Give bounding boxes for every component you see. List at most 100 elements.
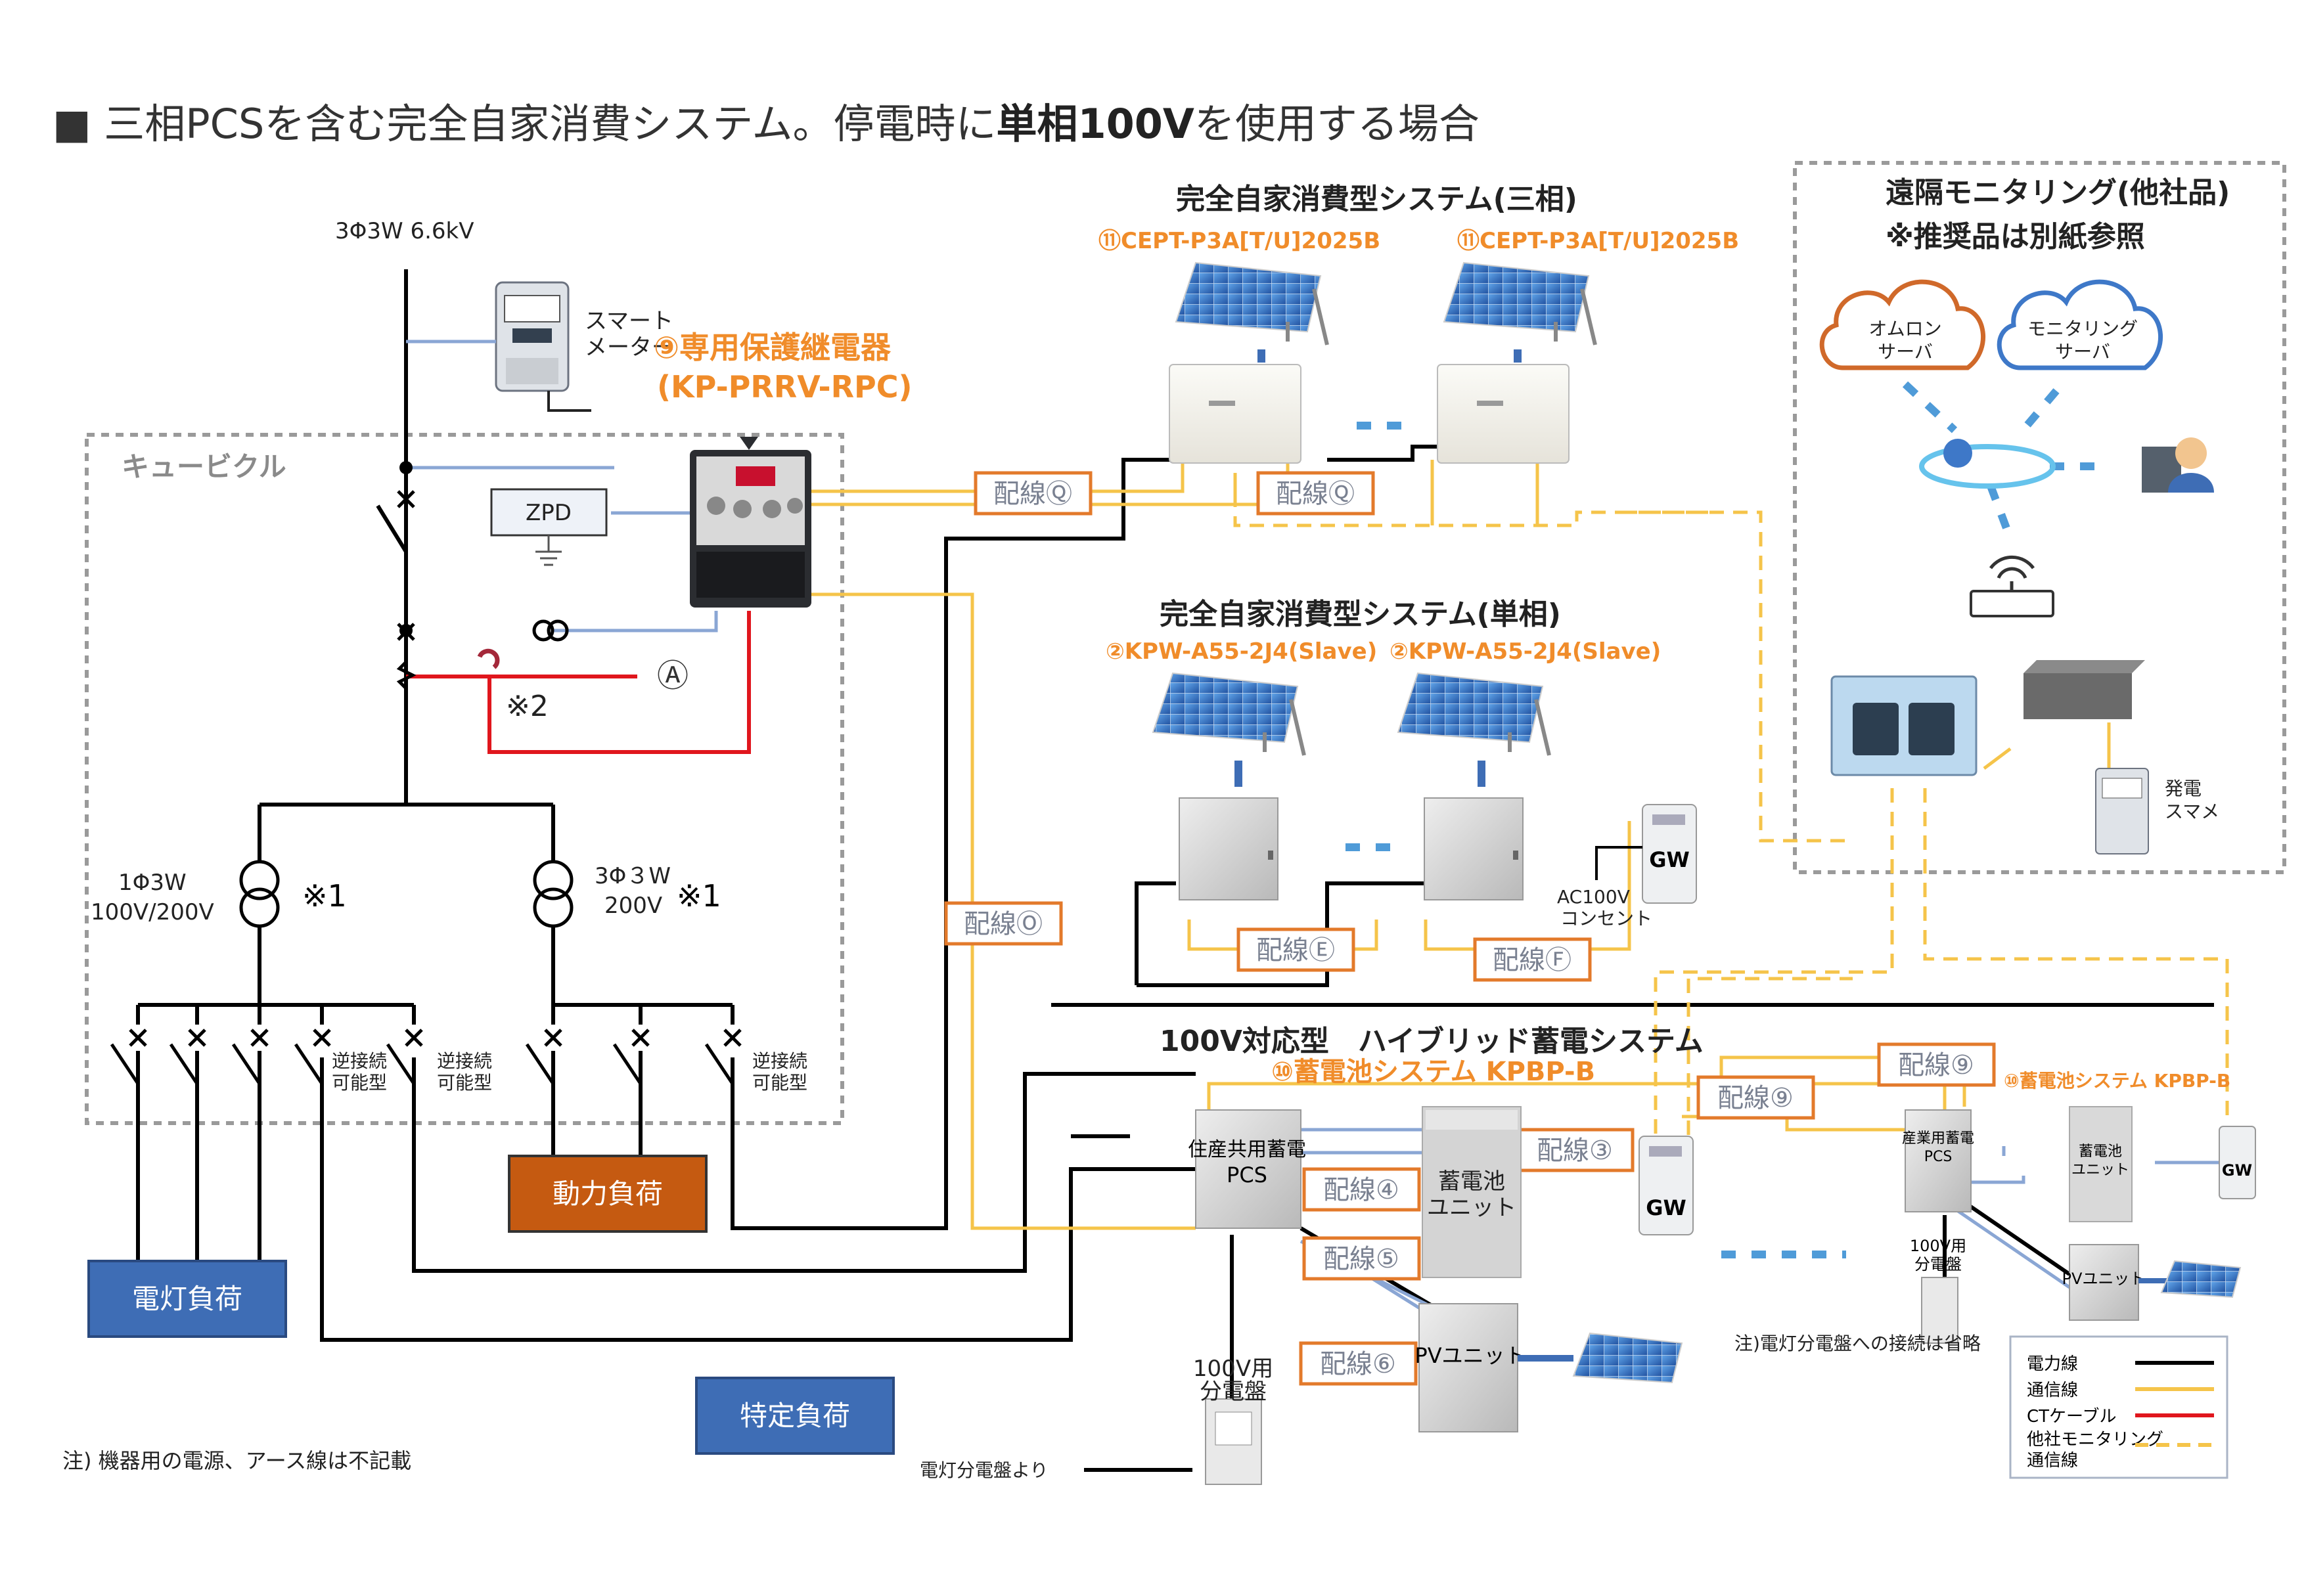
sys1-model-1: ②KPW-A55-2J4(Slave) — [1106, 638, 1377, 665]
wifi-router-icon — [1970, 555, 2054, 617]
hybrid-title: 100V対応型 ハイブリッド蓄電システム — [1160, 1025, 1704, 1058]
ct-clamp-icon — [477, 648, 500, 669]
ct-note-2: ※2 — [506, 690, 549, 723]
gateway-1p — [1642, 804, 1697, 904]
hybrid-gateway-label: GW — [1646, 1195, 1686, 1220]
sys3-model-1: ⑪CEPT-P3A[T/U]2025B — [1098, 228, 1380, 254]
ground-icon — [535, 535, 562, 566]
page-title: ■ 三相PCSを含む完全自家消費システム。停電時に単相100Vを使用する場合 — [53, 100, 1480, 148]
zpd-label: ZPD — [526, 500, 572, 526]
transformer-2 — [533, 860, 574, 928]
vt-symbol — [532, 619, 569, 642]
svg-text:配線Ⓠ: 配線Ⓠ — [1276, 479, 1355, 509]
wiring-3: 配線③ — [1516, 1128, 1635, 1172]
svg-text:配線③: 配線③ — [1537, 1136, 1613, 1166]
legend-power: 電力線 — [2027, 1354, 2078, 1374]
dist-panel-label-1: 100V用 — [1193, 1356, 1273, 1382]
internet-globe-icon — [1919, 439, 2056, 489]
reverse-label-3a: 逆接続 — [752, 1050, 807, 1072]
wiring-6: 配線⑥ — [1299, 1341, 1418, 1386]
tr2-label-1: 3Φ３W — [595, 863, 671, 889]
legend-ct: CTケーブル — [2027, 1407, 2116, 1427]
reverse-label-2a: 逆接続 — [437, 1050, 492, 1072]
cloud-omron-label-2: サーバ — [1878, 341, 1933, 363]
wiring-4: 配線④ — [1302, 1167, 1421, 1212]
network-dots — [1902, 381, 2102, 541]
svg-text:配線⑨: 配線⑨ — [1717, 1083, 1794, 1113]
battery-unit — [1422, 1106, 1522, 1278]
legend-comm: 通信線 — [2027, 1381, 2078, 1400]
light-load-label: 電灯負荷 — [132, 1283, 242, 1315]
wiring-o: 配線Ⓞ — [944, 901, 1063, 946]
relay-name: ⑨専用保護継電器 — [654, 330, 892, 365]
smart-meter-label-2: メーター — [585, 334, 674, 361]
dist-panel-label-2: 分電盤 — [1200, 1379, 1267, 1405]
specific-load-label: 特定負荷 — [740, 1400, 850, 1432]
sys1-title: 完全自家消費型システム(単相) — [1160, 598, 1561, 631]
wiring-f: 配線Ⓕ — [1473, 937, 1592, 982]
cloud-monitoring-label-1: モニタリング — [2027, 318, 2138, 340]
industrial-pcs — [1905, 1109, 1972, 1212]
battery-label-1: 蓄電池 — [1438, 1168, 1505, 1195]
wiring-9a: 配線⑨ — [1696, 1075, 1815, 1120]
cloud-monitoring — [1997, 279, 2163, 370]
incoming-voltage: 3Φ3W 6.6kV — [335, 218, 474, 244]
hybrid-model: ⑩蓄電池システム KPBP-B — [1271, 1057, 1595, 1087]
industrial-dist-label-1: 100V用 — [1910, 1237, 1966, 1255]
wiring-q2: 配線Ⓠ — [1256, 471, 1375, 516]
reverse-label-1a: 逆接続 — [332, 1050, 387, 1072]
inverter-3p-1 — [1169, 364, 1301, 464]
pv-panel-3p-2 — [1443, 261, 1597, 345]
pv-link-1p — [1234, 761, 1485, 787]
svg-text:配線Ⓞ: 配線Ⓞ — [964, 909, 1043, 939]
cubicle-label: キュービクル — [122, 451, 286, 483]
note-bottom: 注) 機器用の電源、アース線は不記載 — [62, 1448, 411, 1473]
ac100-label-1: AC100V — [1557, 886, 1630, 908]
industrial-battery — [2069, 1106, 2133, 1222]
light-load-box — [87, 1260, 287, 1338]
industrial-pv-label: PVユニット — [2062, 1270, 2146, 1288]
industrial-battery-label-1: 蓄電池 — [2079, 1143, 2122, 1160]
hybrid-gateway — [1639, 1136, 1694, 1235]
inverter-3p-2 — [1437, 364, 1570, 464]
protective-relay — [690, 437, 811, 608]
pv-unit-label: PVユニット — [1414, 1343, 1526, 1368]
note-light-panel: 注)電灯分電盤への接続は省略 — [1734, 1333, 1981, 1354]
tr2-note: ※1 — [677, 878, 721, 914]
smart-meter — [495, 281, 591, 412]
inverter-1p-1 — [1179, 797, 1278, 900]
main-switch — [376, 461, 417, 690]
reverse-label-2b: 可能型 — [437, 1072, 492, 1094]
legend: 電力線 通信線 CTケーブル 他社モニタリング 通信線 — [2009, 1335, 2228, 1479]
pv-unit-box — [1418, 1303, 1518, 1432]
industrial-dist-label-2: 分電盤 — [1914, 1255, 1962, 1274]
industrial-pv-panel — [2160, 1260, 2242, 1298]
outlet-line — [1595, 846, 1642, 880]
tr1-note: ※1 — [302, 878, 347, 914]
power-load-box — [508, 1155, 708, 1233]
remote-title: 遠隔モニタリング(他社品) — [1886, 176, 2230, 210]
gen-meter — [2095, 768, 2149, 854]
hybrid-pcs-label-1: 住産共用蓄電 — [1188, 1138, 1306, 1161]
wiring-e: 配線Ⓔ — [1236, 927, 1355, 972]
legend-other-2: 通信線 — [2027, 1451, 2078, 1471]
gen-meter-label-1: 発電 — [2165, 778, 2202, 799]
specific-load-box — [695, 1377, 895, 1455]
ac100-label-2: コンセント — [1560, 908, 1652, 929]
industrial-battery-label-2: ユニット — [2071, 1162, 2129, 1178]
svg-text:配線⑨: 配線⑨ — [1898, 1050, 1974, 1080]
remote-frame — [1793, 161, 2286, 874]
sys1-model-2: ②KPW-A55-2J4(Slave) — [1390, 638, 1661, 665]
gen-meter-label-2: スマメ — [2165, 801, 2219, 822]
ct-ref-a: Ⓐ — [657, 657, 689, 694]
tr2-label-2: 200V — [604, 893, 662, 919]
smart-meter-label-1: スマート — [585, 308, 673, 334]
cloud-monitoring-label-2: サーバ — [2055, 341, 2110, 363]
cloud-omron — [1819, 279, 1985, 370]
pv-panel-1p-1 — [1152, 672, 1306, 756]
reverse-label-3b: 可能型 — [752, 1072, 807, 1094]
industrial-pcs-label-2: PCS — [1924, 1149, 1953, 1165]
svg-text:配線Ⓠ: 配線Ⓠ — [993, 479, 1072, 509]
gateway-1p-label: GW — [1649, 847, 1690, 872]
